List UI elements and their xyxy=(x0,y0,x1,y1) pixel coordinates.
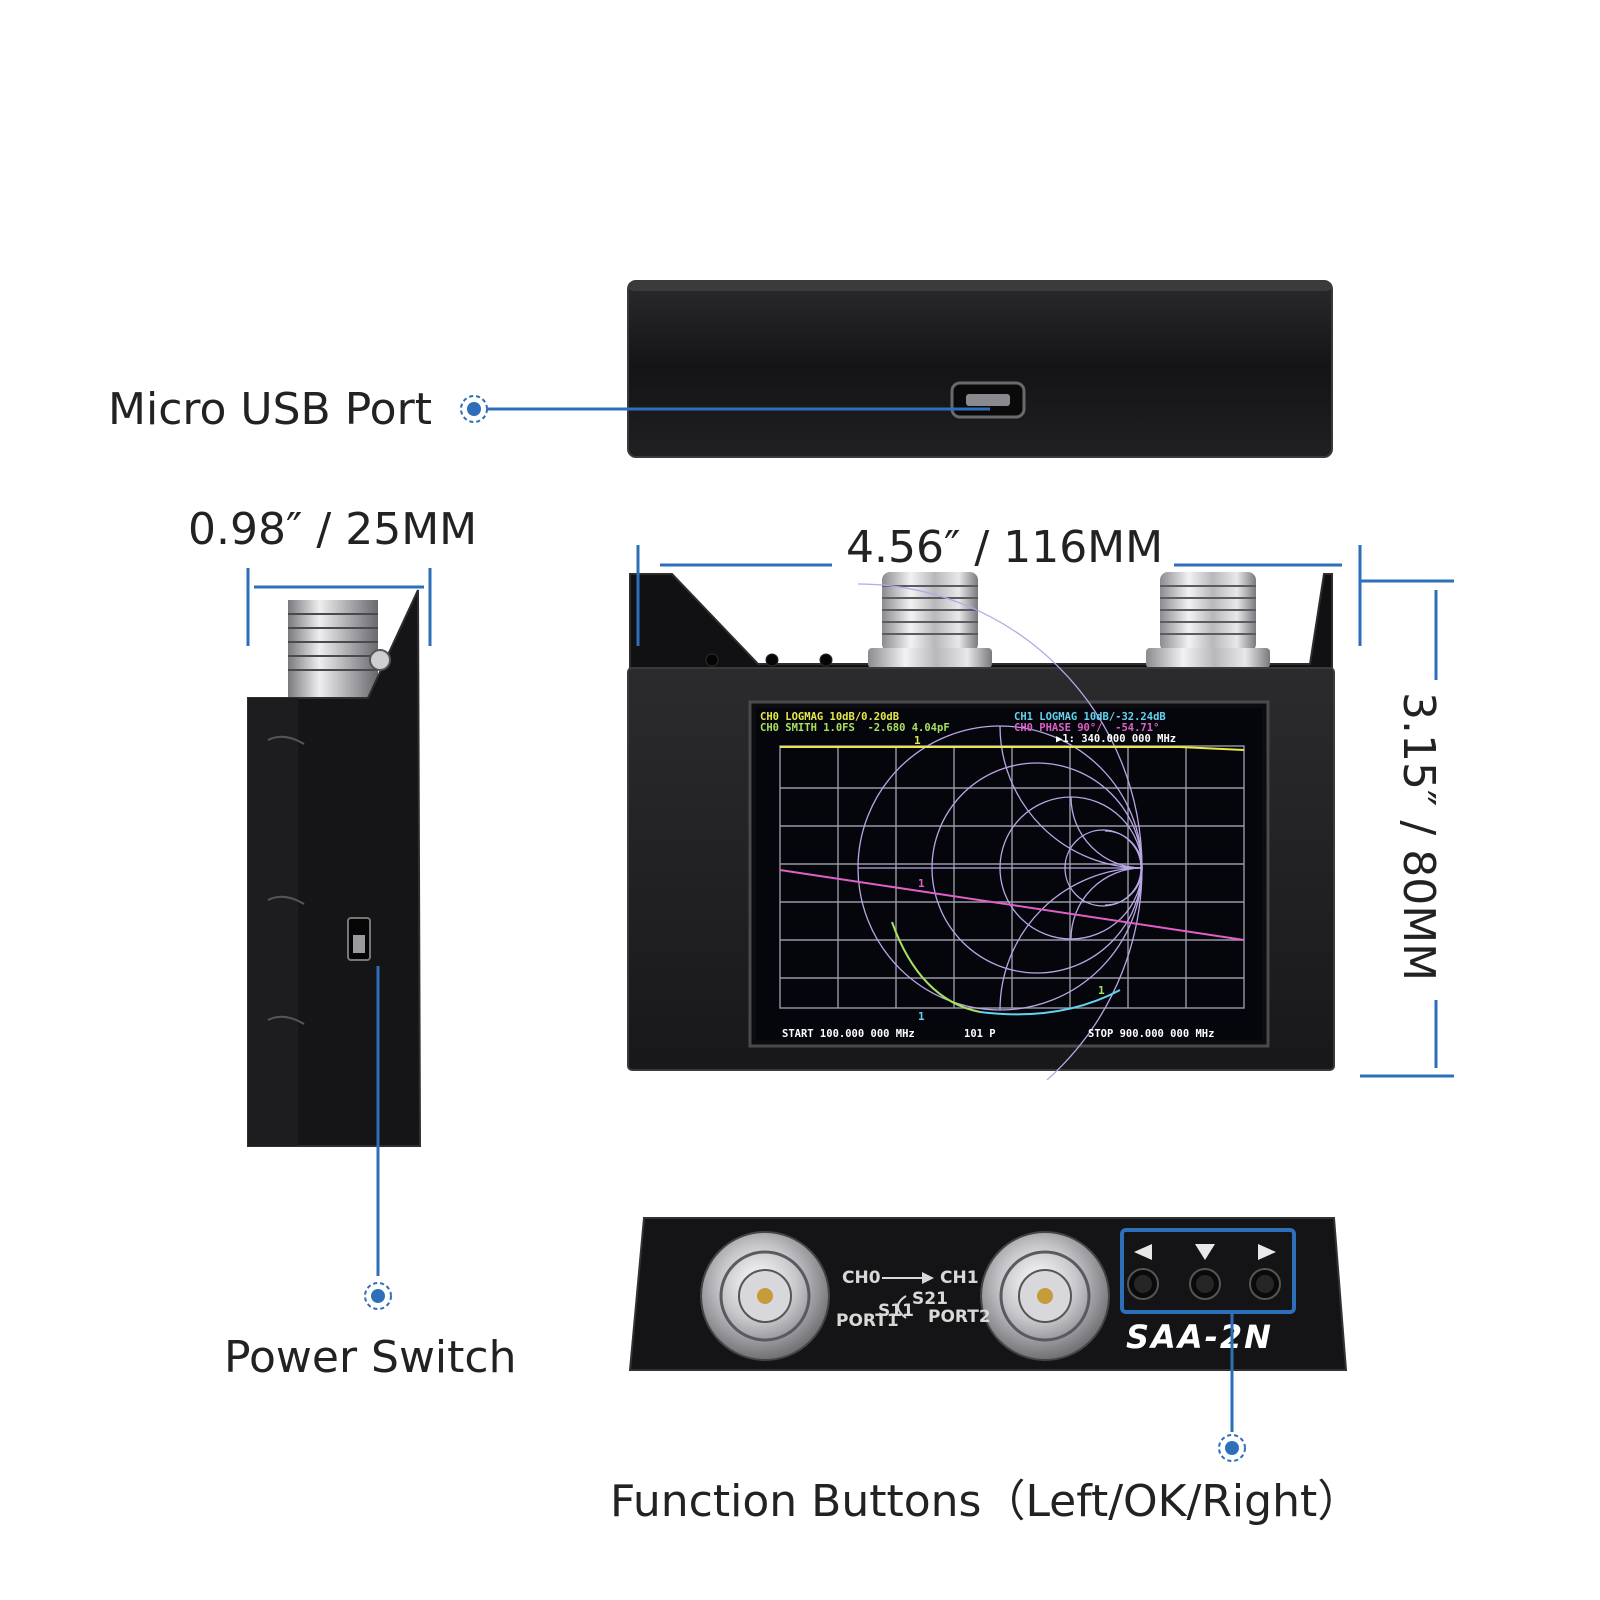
ok-arrow-icon xyxy=(1195,1244,1215,1260)
front-view: 1 1 1 1 CH0 LOGMAG 10dB/0.20dB CH0 SMITH… xyxy=(627,572,1335,1080)
label-port1: PORT1 xyxy=(836,1311,899,1331)
readout-ch0-logmag: CH0 LOGMAG 10dB/0.20dB xyxy=(760,711,899,723)
signal-arrow xyxy=(882,1272,934,1319)
label-power-switch: Power Switch xyxy=(224,1332,517,1383)
sma-connector-side xyxy=(288,600,378,700)
right-button[interactable] xyxy=(1249,1268,1281,1300)
label-ch1: CH1 xyxy=(940,1268,979,1288)
port2-connector xyxy=(980,1231,1110,1361)
readout-points: 101 P xyxy=(964,1028,996,1040)
label-ch0: CH0 xyxy=(842,1268,881,1288)
dimension-width: 4.56″ / 116MM xyxy=(846,522,1164,573)
lcd-grid xyxy=(779,745,1245,1009)
top-view xyxy=(627,280,1333,458)
trace-cyan xyxy=(979,989,1121,1016)
trace-green xyxy=(891,921,981,1013)
marker-yellow: 1 xyxy=(914,734,921,747)
marker-green: 1 xyxy=(1098,984,1105,997)
label-micro-usb-port: Micro USB Port xyxy=(108,384,432,435)
function-buttons-highlight xyxy=(1120,1228,1296,1314)
left-arrow-icon xyxy=(1134,1244,1152,1260)
sma-connector-left xyxy=(868,572,992,668)
micro-usb-port xyxy=(950,381,1026,419)
marker-cyan: 1 xyxy=(918,1010,925,1023)
lcd-screen: 1 1 1 1 CH0 LOGMAG 10dB/0.20dB CH0 SMITH… xyxy=(748,583,1270,1080)
marker-magenta: 1 xyxy=(918,877,925,890)
top-view-body xyxy=(627,280,1333,458)
trace-yellow xyxy=(780,746,1245,751)
power-switch xyxy=(347,917,371,961)
readout-start: START 100.000 000 MHz xyxy=(782,1028,915,1040)
dimension-height: 3.15″ / 80MM xyxy=(1393,692,1444,982)
brand-logo: SAA-2N xyxy=(1126,1318,1273,1356)
callout-dot-usb xyxy=(460,395,488,423)
trace-magenta xyxy=(779,869,1245,941)
callout-dot-power xyxy=(364,1282,392,1310)
ok-button[interactable] xyxy=(1189,1268,1221,1300)
readout-stop: STOP 900.000 000 MHz xyxy=(1088,1028,1214,1040)
dimension-depth: 0.98″ / 25MM xyxy=(188,504,478,555)
readout-ch0-smith: CH0 SMITH 1.0FS -2.680 4.04pF xyxy=(760,722,950,734)
label-port2: PORT2 xyxy=(928,1307,991,1327)
readout-ch0-phase: CH0 PHASE 90°/ -54.71° xyxy=(1014,722,1159,734)
readout-marker-frequency: ▶1: 340.000 000 MHz xyxy=(1056,733,1176,745)
callout-dot-buttons xyxy=(1218,1434,1246,1462)
label-s21: S21 xyxy=(912,1289,948,1309)
sma-connector-right xyxy=(1146,572,1270,668)
panel-view: CH0 CH1 S21 S11 PORT1 PORT2 SAA-2N xyxy=(628,1217,1348,1371)
label-function-buttons: Function Buttons（Left/OK/Right） xyxy=(610,1476,1362,1527)
readout-ch1-logmag: CH1 LOGMAG 10dB/-32.24dB xyxy=(1014,711,1166,723)
side-view xyxy=(247,589,422,1147)
port1-connector xyxy=(700,1231,830,1361)
left-button[interactable] xyxy=(1127,1268,1159,1300)
right-arrow-icon xyxy=(1258,1244,1276,1260)
